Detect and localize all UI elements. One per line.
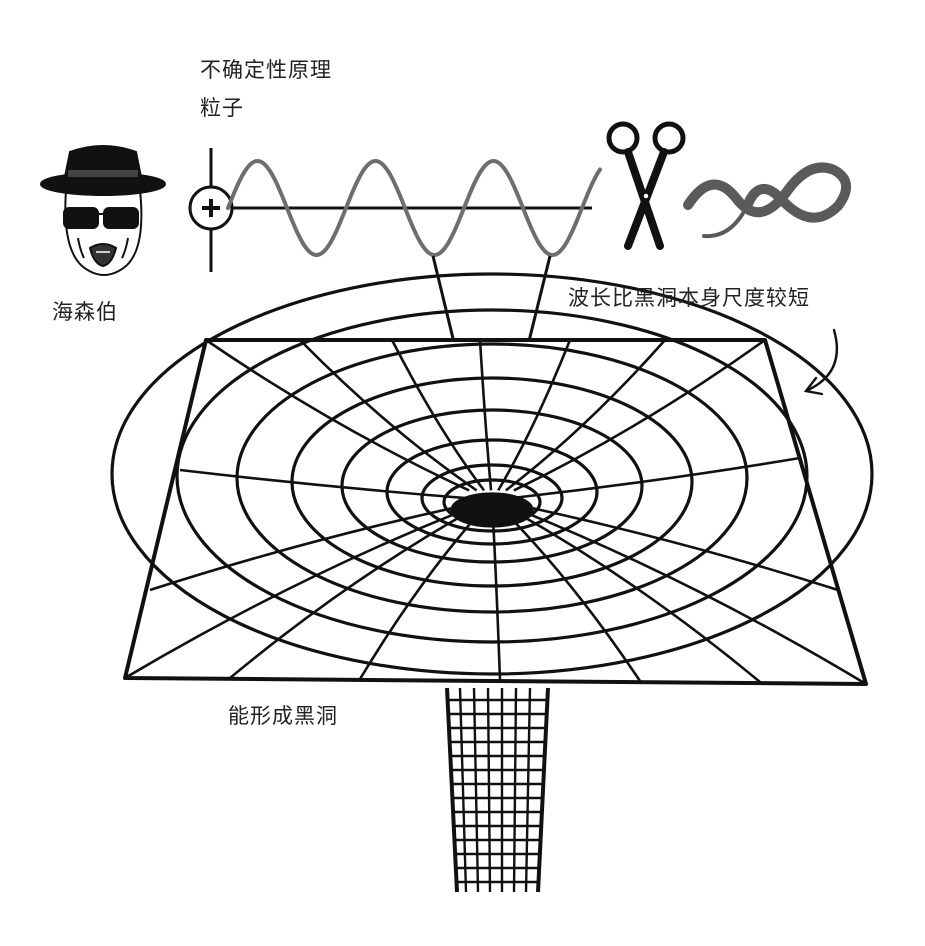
- heisenberg-portrait-icon: [40, 145, 166, 276]
- wave: [226, 158, 602, 258]
- grid-spoke: [513, 338, 766, 492]
- grid-ring: [420, 463, 564, 533]
- grid-spoke: [521, 509, 867, 686]
- grid-spoke: [512, 509, 761, 684]
- black-hole-throat: [445, 687, 550, 893]
- heisenberg-label: 海森伯: [52, 300, 118, 324]
- grid-spoke: [519, 504, 839, 592]
- grid-spoke: [358, 509, 483, 680]
- scissors-icon: [606, 121, 686, 250]
- spacetime-grid: [110, 272, 874, 686]
- grid-spoke: [149, 504, 465, 592]
- grid-spoke: [491, 510, 502, 681]
- wavelength-shorter-label: 波长比黑洞本身尺度较短: [568, 286, 810, 310]
- grid-spoke: [478, 339, 493, 491]
- plus-particle-icon: [188, 148, 234, 272]
- grid-spoke: [505, 339, 666, 492]
- uncertainty-principle-label: 不确定性原理: [200, 58, 332, 82]
- grid-ring: [110, 272, 874, 676]
- throat-line: [472, 688, 480, 892]
- grid-ring: [235, 342, 749, 614]
- grid-spoke: [390, 339, 486, 492]
- curled-string-icon: [683, 162, 851, 239]
- throat-line: [458, 688, 468, 892]
- grid-spoke: [516, 456, 801, 499]
- curved-arrow-icon: [803, 328, 839, 396]
- particle-label: 粒子: [200, 96, 244, 120]
- grid-spoke: [299, 339, 478, 492]
- grid-spoke: [179, 468, 468, 500]
- grid-ring: [175, 308, 809, 644]
- grid-spoke: [497, 339, 572, 492]
- grid-spoke: [229, 509, 472, 680]
- throat-line: [524, 688, 532, 892]
- forms-black-hole-label: 能形成黑洞: [228, 704, 338, 728]
- grid-spoke: [502, 509, 642, 682]
- throat-line: [512, 688, 518, 892]
- throat-line: [486, 688, 492, 892]
- grid-spoke: [205, 338, 470, 492]
- grid-spoke: [124, 509, 464, 680]
